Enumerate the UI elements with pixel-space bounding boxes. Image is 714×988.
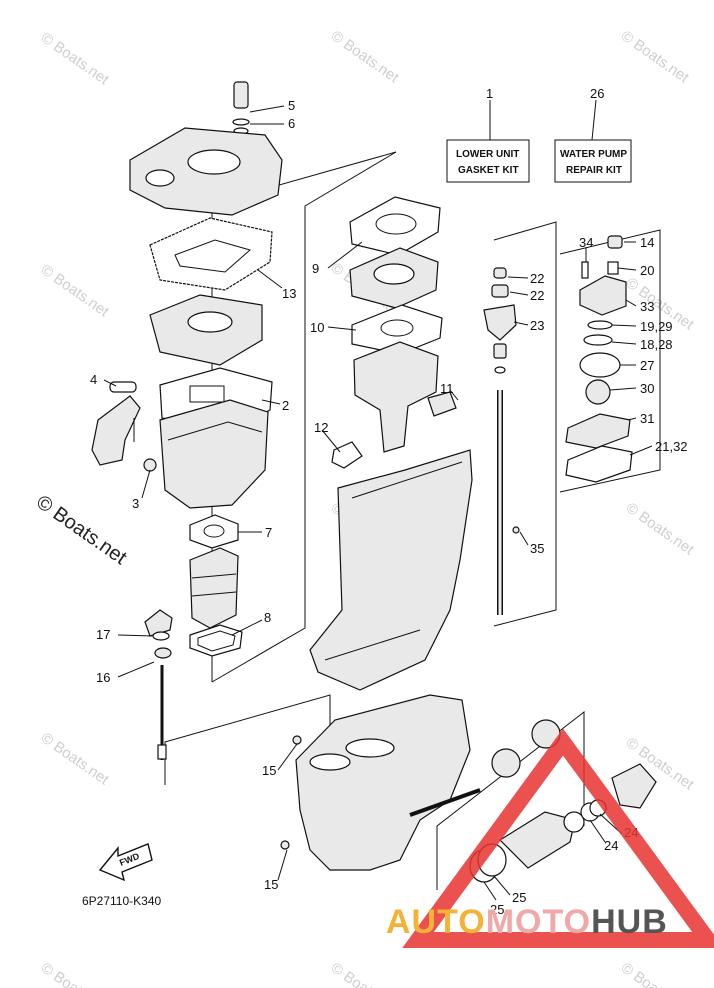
diagram-code: 6P27110-K340: [82, 894, 162, 908]
callout: 6: [288, 116, 295, 131]
part-driveshaft-assembly: [483, 267, 520, 615]
callout: 27: [640, 358, 654, 373]
watermark: © Boats.net: [38, 959, 113, 988]
part-gasket-8: [189, 624, 243, 657]
part-shift-bracket: [144, 609, 173, 659]
kit-label-line2: REPAIR KIT: [566, 165, 622, 176]
callout: 35: [530, 541, 544, 556]
callout: 15: [262, 763, 276, 778]
callout: 23: [530, 318, 544, 333]
part-lower-case: [280, 694, 481, 871]
part-gasket-4: [109, 381, 137, 393]
part-exhaust-guide: [353, 341, 439, 453]
callout: 4: [90, 372, 97, 387]
part-plug: [232, 81, 250, 135]
callout: 10: [310, 320, 324, 335]
callout: 25: [512, 890, 526, 905]
callout: 20: [640, 263, 654, 278]
kit-box-lower-unit: 1 LOWER UNIT GASKET KIT: [446, 86, 530, 183]
callout: 21,32: [655, 439, 688, 454]
callout: 31: [640, 411, 654, 426]
callout: 15: [264, 877, 278, 892]
part-seal-12: [331, 441, 363, 469]
logo-text: AUTOMOTOHUB: [386, 903, 668, 941]
part-housing-mid: [149, 294, 263, 366]
part-plug-3: [143, 458, 157, 472]
callout: 2: [282, 398, 289, 413]
part-gasket-13: [149, 217, 273, 291]
watermark: © Boats.net: [618, 27, 693, 86]
part-gasket-10: [351, 304, 443, 355]
part-bracket: [91, 395, 141, 466]
part-upper-casing: [309, 449, 473, 691]
watermark: © Boats.net: [618, 959, 693, 988]
watermark: © Boats.net: [38, 261, 113, 320]
kit-label-line1: LOWER UNIT: [456, 149, 519, 160]
callout: 17: [96, 627, 110, 642]
callout: 5: [288, 98, 295, 113]
kit-label-line2: GASKET KIT: [458, 165, 519, 176]
part-muffler: [189, 547, 239, 629]
callout: 34: [579, 235, 593, 250]
callout-numbers: 5 6 13 9 4 2 3 7 8 17 16 10 11 12 22 22 …: [90, 98, 688, 917]
watermark: © Boats.net: [328, 959, 403, 988]
callout: 19,29: [640, 319, 673, 334]
kit-number: 1: [486, 86, 493, 101]
watermark: © Boats.net: [328, 27, 403, 86]
callout: 7: [265, 525, 272, 540]
logo-auto: AUTO: [386, 903, 486, 941]
callout: 9: [312, 261, 319, 276]
fwd-arrow-icon: FWD: [98, 843, 153, 882]
callout: 22: [530, 271, 544, 286]
callout: 24: [604, 838, 618, 853]
watermark: © Boats.net: [623, 499, 698, 558]
kit-box-water-pump: 26 WATER PUMP REPAIR KIT: [554, 86, 632, 183]
callout: 25: [490, 902, 504, 917]
watermark: © Boats.net: [38, 29, 113, 88]
callout: 11: [440, 381, 454, 396]
logo-hub: HUB: [591, 903, 668, 941]
logo-moto: MOTO: [486, 903, 591, 941]
part-water-pump: [565, 235, 633, 483]
callout: 14: [640, 235, 654, 250]
part-seal-11: [427, 391, 457, 417]
callout: 33: [640, 299, 654, 314]
part-gasket-9: [349, 196, 441, 256]
callout: 8: [264, 610, 271, 625]
automotohub-logo: AUTOMOTOHUB: [386, 728, 714, 948]
part-housing-upper: [129, 127, 283, 216]
copyright-label: © Boats.net: [32, 491, 131, 569]
part-plate: [349, 247, 439, 309]
callout: 13: [282, 286, 296, 301]
callout: 30: [640, 381, 654, 396]
callout: 12: [314, 420, 328, 435]
part-shift-rod: [157, 665, 167, 760]
callout: 16: [96, 670, 110, 685]
callout: 3: [132, 496, 139, 511]
watermark: © Boats.net: [38, 729, 113, 788]
callout: 18,28: [640, 337, 673, 352]
kit-label-line1: WATER PUMP: [560, 149, 627, 160]
callout: 22: [530, 288, 544, 303]
kit-number: 26: [590, 86, 604, 101]
part-housing-lower: [159, 399, 269, 509]
part-gasket-7: [189, 514, 239, 549]
